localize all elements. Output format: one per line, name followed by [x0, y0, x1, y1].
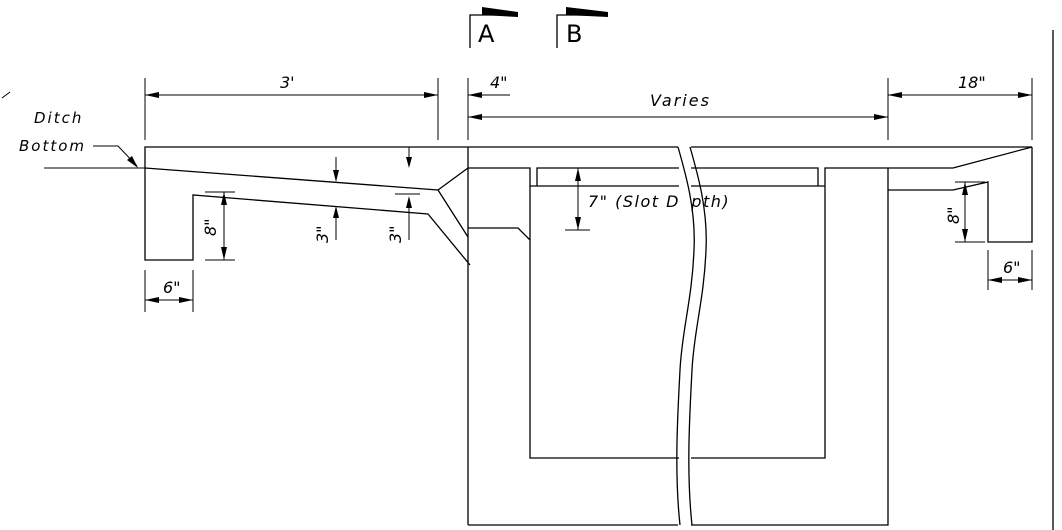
trench-outer-outline [467, 146, 1032, 526]
left-apron-outline [144, 146, 471, 266]
slot-grate [530, 167, 825, 187]
dimension-8in-left: 8" [201, 191, 235, 261]
dim-18in-label: 18" [958, 73, 986, 92]
dim-3in-a-label: 3" [313, 225, 332, 243]
dimension-slot-depth: 7" (Slot Depth) [565, 168, 730, 231]
dimension-6in-right: 6" [987, 250, 1033, 290]
dimension-8in-right: 8" [944, 181, 985, 243]
edge-leader [1, 91, 11, 99]
dim-3in-b-label: 3" [386, 225, 405, 243]
dimension-18in: 18" [888, 73, 1033, 140]
dimension-4in: 4" [467, 73, 510, 140]
dim-4in-label: 4" [490, 73, 508, 92]
break-line [676, 140, 707, 530]
right-curb-outline [888, 146, 1033, 243]
dim-8in-right-label: 8" [944, 206, 963, 224]
section-marker-b: B [556, 7, 608, 48]
dim-8in-left-label: 8" [201, 218, 220, 236]
dim-6in-left-label: 6" [163, 278, 181, 297]
ditch-bottom-callout: Ditch Bottom [19, 109, 145, 169]
dim-varies-label: Varies [650, 91, 711, 110]
dim-6in-right-label: 6" [1003, 258, 1021, 277]
slot-depth-label: 7" (Slot Depth) [588, 192, 730, 211]
ditch-label-line1: Ditch [34, 109, 83, 127]
section-b-label: B [566, 20, 582, 48]
dimension-varies: Varies [468, 78, 889, 140]
dim-3ft-label: 3' [280, 73, 295, 92]
section-a-label: A [478, 20, 495, 48]
dimension-3ft: 3' [144, 73, 439, 140]
ditch-label-line2: Bottom [19, 137, 86, 155]
dimension-3in-a: 3" [313, 157, 339, 243]
section-marker-a: A [469, 7, 518, 48]
dimension-3in-b: 3" [386, 147, 420, 243]
dimension-6in-left: 6" [144, 270, 194, 312]
trench-inner-outline [529, 186, 826, 459]
